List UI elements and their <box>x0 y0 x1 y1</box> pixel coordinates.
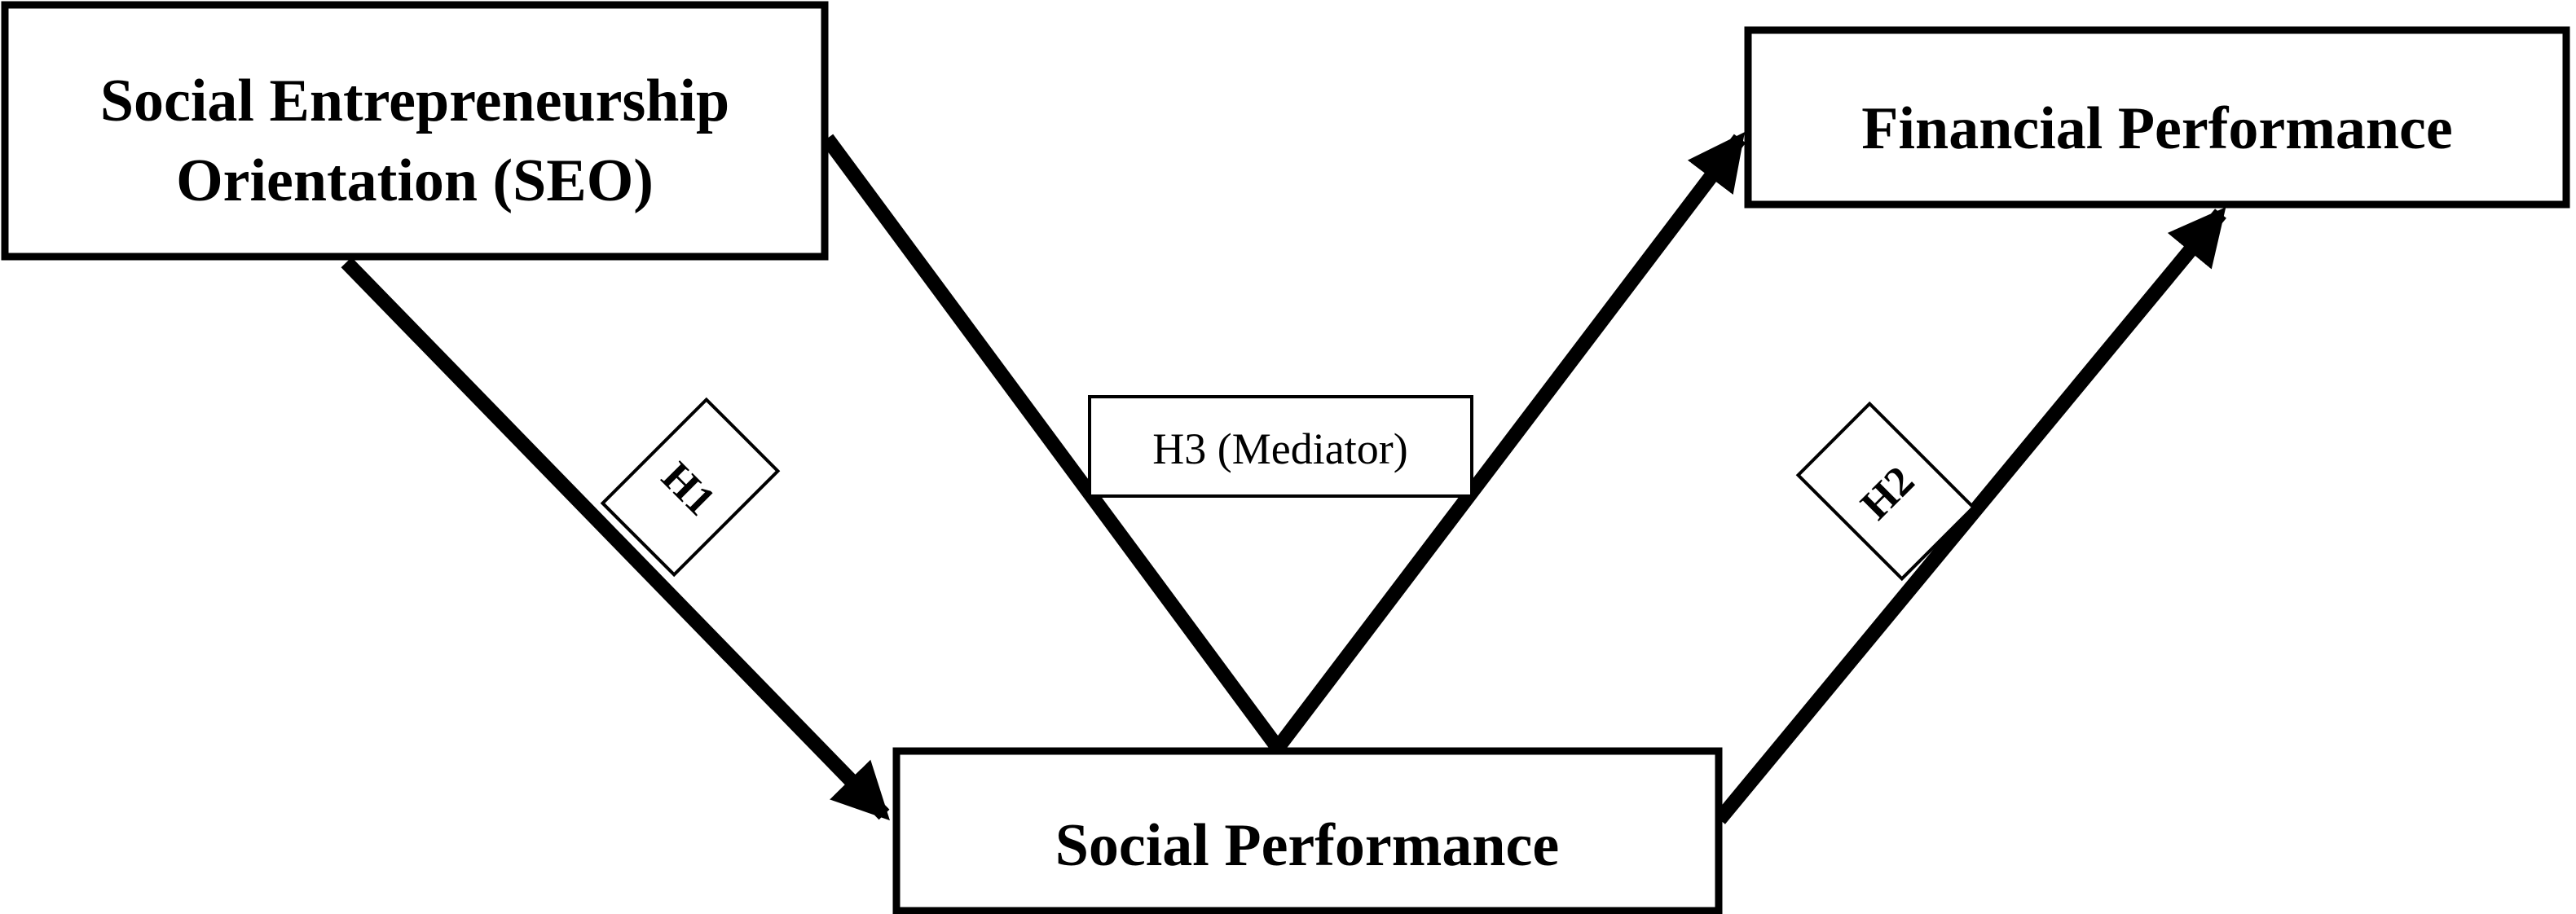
node-social-performance: Social Performance <box>892 747 1723 914</box>
hypothesis-h2-box <box>1795 401 1976 582</box>
node-social-label: Social Performance <box>1055 812 1560 879</box>
arrow-mediator-to-financial-h3 <box>1271 132 1746 753</box>
hypothesis-h2: H2 <box>1795 401 1976 582</box>
node-seo-label-line2: Orientation (SEO) <box>176 147 654 214</box>
node-seo: Social Entrepreneurship Orientation (SEO… <box>1 1 829 261</box>
line-seo-to-mediator-h3 <box>821 134 1284 753</box>
node-financial-performance: Financial Performance <box>1744 26 2570 209</box>
hypothesis-h3: H3 (Mediator) <box>1088 395 1473 498</box>
arrow-social-to-financial-h2 <box>1714 207 2226 824</box>
node-financial-box <box>1744 26 2570 209</box>
hypothesis-h3-label: H3 (Mediator) <box>1152 424 1407 473</box>
node-social-box <box>892 747 1723 914</box>
hypothesis-h1-box <box>600 397 781 578</box>
arrow-seo-to-social-h1 <box>341 257 890 821</box>
node-seo-box <box>1 1 829 261</box>
hypothesis-h1: H1 <box>600 397 781 578</box>
node-seo-label-line1: Social Entrepreneurship <box>100 68 729 134</box>
node-financial-label: Financial Performance <box>1861 95 2452 162</box>
hypothesis-h3-box <box>1088 395 1473 498</box>
